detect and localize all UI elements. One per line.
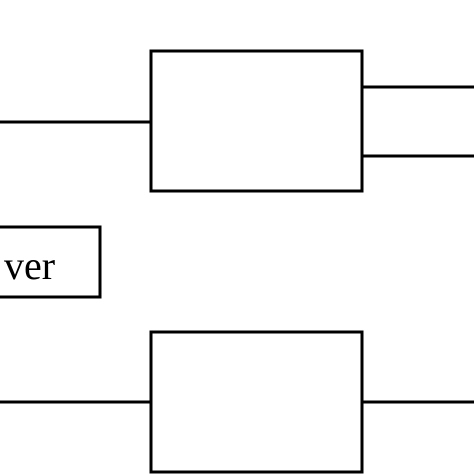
- left-label-text: ver: [4, 243, 55, 288]
- left-label-box: [0, 225, 102, 299]
- bottom-block: [149, 330, 364, 474]
- top-block: [149, 49, 364, 193]
